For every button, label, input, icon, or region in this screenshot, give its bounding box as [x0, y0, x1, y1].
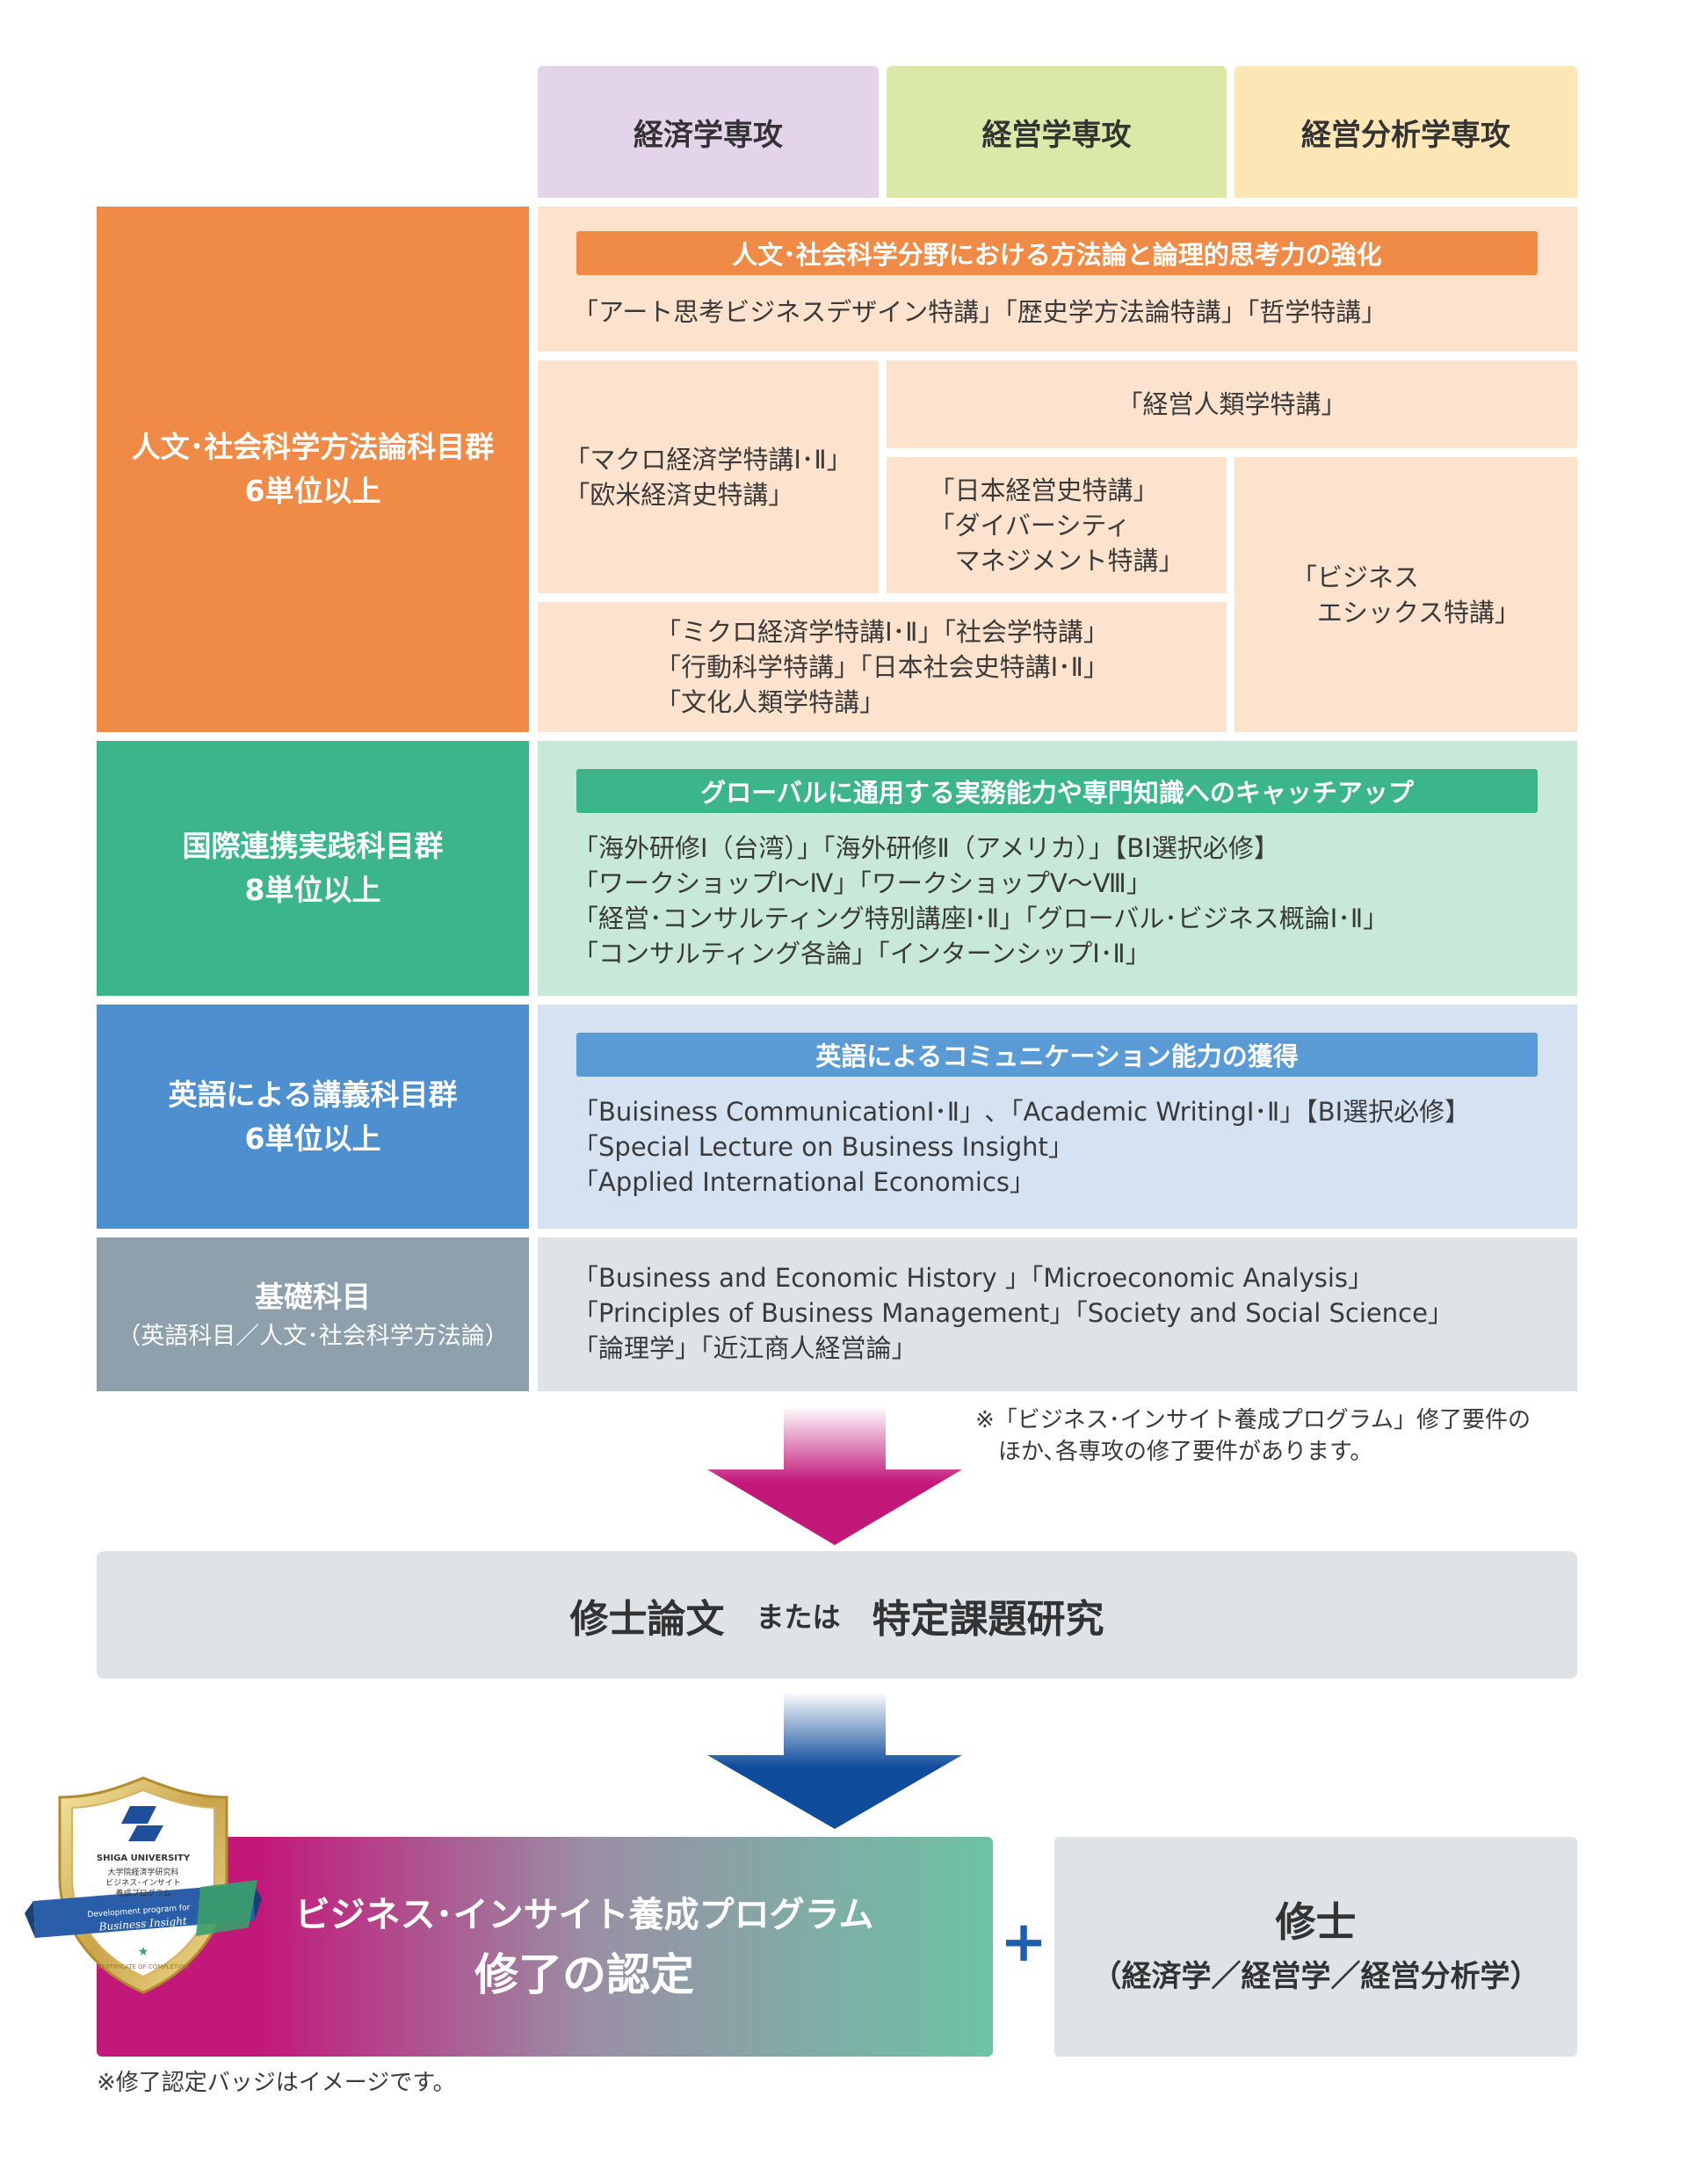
certification-box: ビジネス･インサイト養成プログラム 修了の認定: [97, 1837, 993, 2057]
note-line: ほか､各専攻の修了要件があります。: [975, 1439, 1373, 1465]
category-basic: 基礎科目 （英語科目／人文･社会科学方法論）: [97, 1237, 529, 1391]
english-cell: 英語によるコミュニケーション能力の獲得 「Buisiness Communica…: [538, 1005, 1577, 1229]
humanities-mgmt-analytics-course: 「経営人類学特講」: [1117, 389, 1347, 419]
course-line: 「経営･コンサルティング特別講座Ⅰ･Ⅱ」「グローバル･ビジネス概論Ⅰ･Ⅱ」: [573, 903, 1389, 933]
badge-line2: ビジネス･インサイト: [105, 1878, 181, 1888]
requirements-note: ※「ビジネス･インサイト養成プログラム」修了要件の ほか､各専攻の修了要件があり…: [975, 1404, 1531, 1468]
header-economics: 経済学専攻: [538, 66, 879, 198]
category-humanities-credits: 6単位以上: [244, 474, 381, 508]
badge-university: SHIGA UNIVERSITY: [97, 1854, 191, 1863]
course-line: 「Principles of Business Management」「Soci…: [573, 1298, 1453, 1328]
category-international: 国際連携実践科目群 8単位以上: [97, 741, 529, 996]
course-line: 「Applied International Economics」: [573, 1167, 1036, 1197]
star-icon: ★: [138, 1945, 149, 1959]
badge-arc: CERTIFICATE OF COMPLETION: [98, 1963, 189, 1970]
course-line: 「ダイバーシティ: [929, 510, 1131, 541]
category-english: 英語による講義科目群 6単位以上: [97, 1005, 529, 1229]
humanities-mgmt-cell: 「日本経営史特講」 「ダイバーシティ マネジメント特講」: [887, 457, 1227, 593]
course-line: 「文化人類学特講」: [655, 687, 886, 717]
category-english-credits: 6単位以上: [244, 1121, 381, 1156]
international-courses: 「海外研修Ⅰ（台湾）」「海外研修Ⅱ（アメリカ）」【BI選択必修】 「ワークショッ…: [573, 831, 1388, 971]
english-courses: 「Buisiness CommunicationⅠ･Ⅱ」､「Academic W…: [573, 1094, 1470, 1200]
header-analytics: 経営分析学専攻: [1234, 66, 1577, 198]
course-line: 「日本経営史特講」: [929, 475, 1159, 505]
category-international-credits: 8単位以上: [244, 873, 381, 907]
thesis-master: 修士論文: [569, 1596, 725, 1642]
humanities-analytics-courses: 「ビジネス エシックス特講」: [1292, 560, 1520, 630]
note-line: ※「ビジネス･インサイト養成プログラム」修了要件の: [975, 1407, 1531, 1433]
plus-icon: +: [1000, 1910, 1047, 1975]
humanities-econ-mgmt-courses: 「ミクロ経済学特講Ⅰ･Ⅱ」「社会学特講」 「行動科学特講」「日本社会史特講Ⅰ･Ⅱ…: [655, 614, 1109, 720]
humanities-mgmt-analytics-cell: 「経営人類学特講」: [887, 360, 1577, 448]
humanities-econ-courses: 「マクロ経済学特講Ⅰ･Ⅱ」 「欧米経済史特講」: [564, 442, 851, 512]
degree-subtitle: （経済学／経営学／経営分析学）: [1091, 1959, 1540, 1994]
certification-line1: ビジネス･インサイト養成プログラム: [294, 1895, 874, 1935]
course-line: 「ワークショップⅠ～Ⅳ」「ワークショップⅤ～Ⅷ」: [573, 868, 1152, 898]
badge-line3: 養成プログラム: [116, 1888, 171, 1898]
course-line: 「マクロ経済学特講Ⅰ･Ⅱ」: [564, 444, 852, 475]
category-english-title: 英語による講義科目群: [168, 1077, 458, 1112]
humanities-mgmt-courses: 「日本経営史特講」 「ダイバーシティ マネジメント特講」: [929, 473, 1184, 578]
category-humanities-title: 人文･社会科学方法論科目群: [131, 430, 495, 464]
arrow-down-icon: [707, 1692, 962, 1829]
course-line: 「Business and Economic History 」「Microec…: [573, 1263, 1374, 1293]
international-banner: グローバルに通用する実務能力や専門知識へのキャッチアップ: [576, 769, 1538, 813]
category-humanities: 人文･社会科学方法論科目群 6単位以上: [97, 207, 529, 732]
course-line: 「欧米経済史特講」: [564, 479, 794, 510]
course-line: エシックス特講」: [1291, 597, 1521, 628]
humanities-econ-mgmt-cell: 「ミクロ経済学特講Ⅰ･Ⅱ」「社会学特講」 「行動科学特講」「日本社会史特講Ⅰ･Ⅱ…: [538, 602, 1227, 732]
badge-line1: 大学院経済学研究科: [107, 1867, 178, 1877]
course-line: 「Special Lecture on Business Insight」: [573, 1132, 1074, 1162]
category-basic-subtitle: （英語科目／人文･社会科学方法論）: [117, 1322, 509, 1350]
humanities-analytics-cell: 「ビジネス エシックス特講」: [1234, 457, 1577, 732]
english-banner: 英語によるコミュニケーション能力の獲得: [576, 1033, 1538, 1077]
badge-note: ※修了認定バッジはイメージです。: [97, 2070, 456, 2096]
arrow-down-icon: [707, 1406, 962, 1545]
course-line: 「行動科学特講」「日本社会史特講Ⅰ･Ⅱ」: [655, 652, 1109, 682]
thesis-or: または: [756, 1600, 841, 1634]
basic-cell: 「Business and Economic History 」「Microec…: [538, 1237, 1577, 1391]
course-line: 「ビジネス: [1291, 562, 1419, 592]
certificate-badge-icon: SHIGA UNIVERSITY 大学院経済学研究科 ビジネス･インサイト 養成…: [25, 1776, 262, 1994]
category-basic-title: 基礎科目: [255, 1279, 371, 1314]
thesis-box: 修士論文 または 特定課題研究: [97, 1551, 1577, 1679]
course-line: 「論理学」「近江商人経営論」: [573, 1333, 917, 1363]
humanities-common-cell: 人文･社会科学分野における方法論と論理的思考力の強化 「アート思考ビジネスデザイ…: [538, 207, 1577, 352]
degree-box: 修士 （経済学／経営学／経営分析学）: [1054, 1837, 1577, 2057]
header-management: 経営学専攻: [887, 66, 1227, 198]
basic-courses: 「Business and Economic History 」「Microec…: [573, 1260, 1453, 1366]
certification-line2: 修了の認定: [474, 1949, 694, 2000]
international-cell: グローバルに通用する実務能力や専門知識へのキャッチアップ 「海外研修Ⅰ（台湾）」…: [538, 741, 1577, 996]
course-line: 「海外研修Ⅰ（台湾）」「海外研修Ⅱ（アメリカ）」【BI選択必修】: [573, 833, 1279, 863]
course-line: 「コンサルティング各論」「インターンシップⅠ･Ⅱ」: [573, 939, 1151, 969]
course-line: マネジメント特講」: [929, 545, 1184, 576]
thesis-project: 特定課題研究: [872, 1596, 1104, 1642]
course-line: 「ミクロ経済学特講Ⅰ･Ⅱ」「社会学特講」: [655, 617, 1109, 647]
category-international-title: 国際連携実践科目群: [182, 829, 444, 863]
humanities-banner: 人文･社会科学分野における方法論と論理的思考力の強化: [576, 231, 1538, 275]
degree-title: 修士: [1275, 1898, 1357, 1946]
humanities-common-courses: 「アート思考ビジネスデザイン特講」「歴史学方法論特講」「哲学特講」: [573, 297, 1387, 327]
course-line: 「Buisiness CommunicationⅠ･Ⅱ」､「Academic W…: [573, 1097, 1471, 1127]
humanities-econ-cell: 「マクロ経済学特講Ⅰ･Ⅱ」 「欧米経済史特講」: [538, 360, 879, 593]
